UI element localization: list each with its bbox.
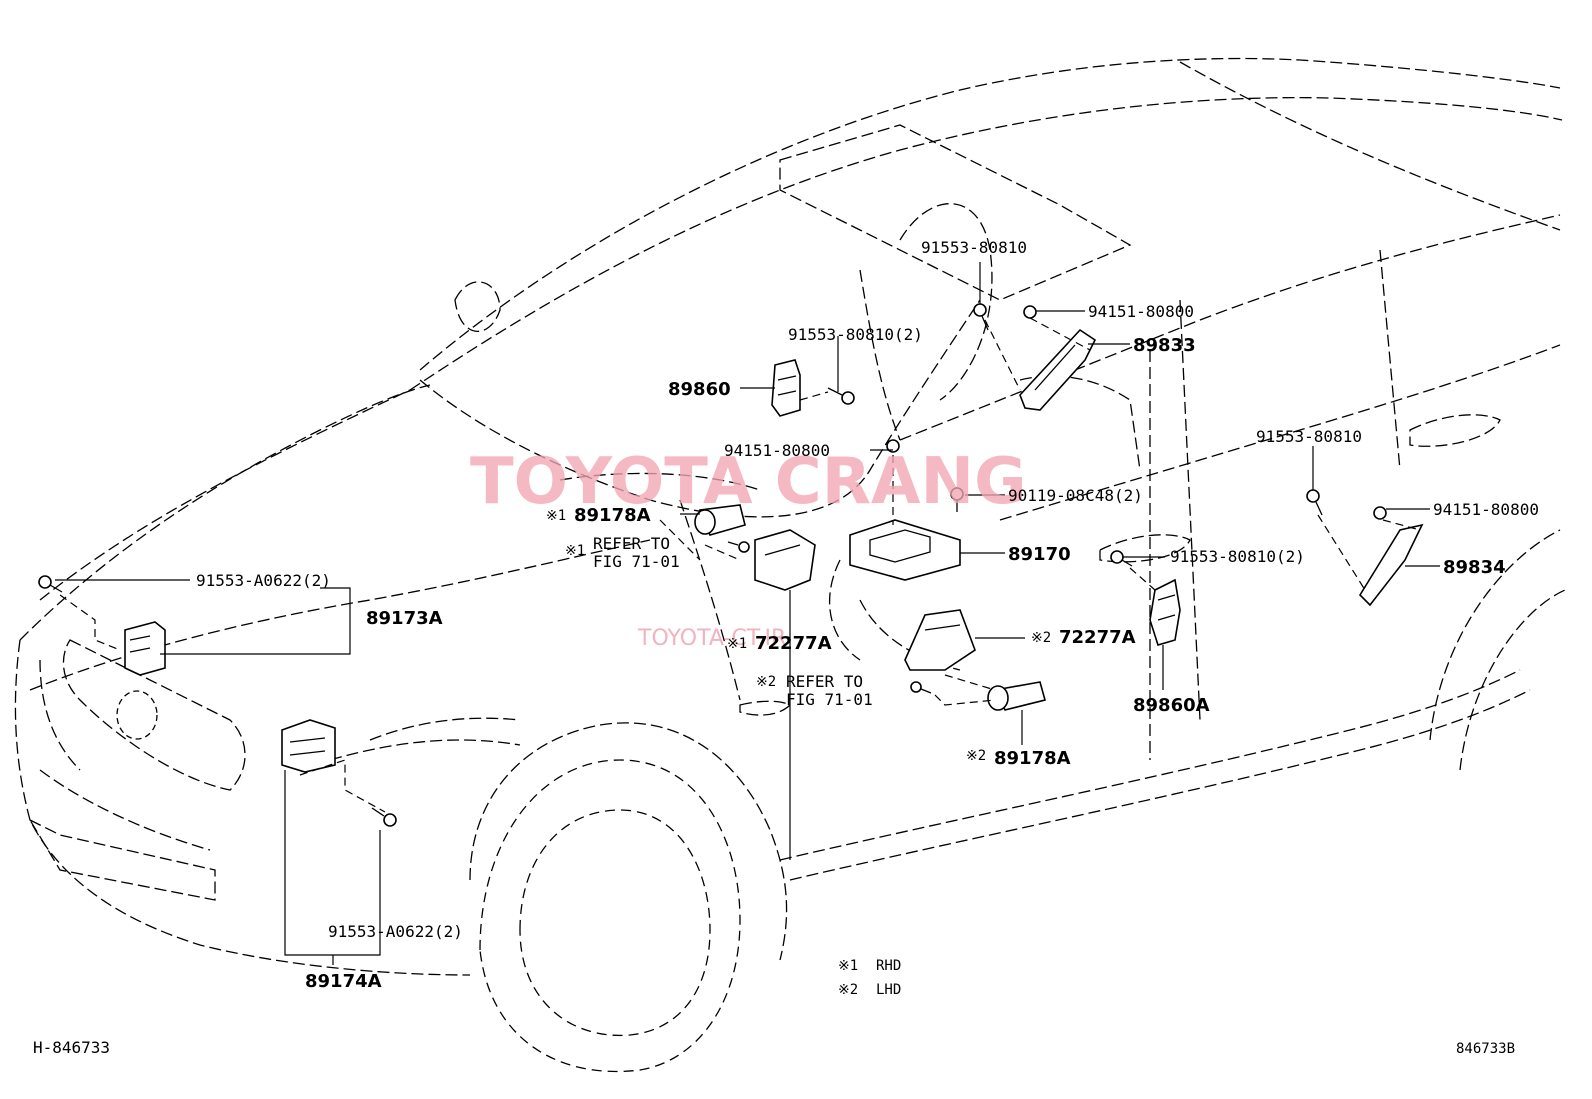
sensor-89178a-rhd (694, 504, 746, 536)
label-72277a-rhd: 72277A (755, 633, 832, 654)
legend-mark-2: ※2 (838, 982, 858, 998)
bracket-72277a-rhd (754, 529, 816, 591)
label-89170: 89170 (1008, 544, 1071, 565)
label-fig-71-01-2: FIG 71-01 (786, 690, 873, 709)
front-sensor-89174a (281, 719, 336, 773)
legend: ※1 RHD ※2 LHD (838, 958, 901, 998)
parts (38, 303, 1424, 827)
mark-2-89178a: ※2 (966, 748, 986, 764)
label-refer-to-1: REFER TO (593, 534, 670, 553)
label-91553-80810-top: 91553-80810 (921, 238, 1027, 257)
legend-mark-1: ※1 (838, 958, 858, 974)
bracket-72277a-lhd (904, 609, 976, 671)
label-refer-to-2: REFER TO (786, 672, 863, 691)
watermark: TOYOTA CRANG TOYOTA-CT.IR (470, 445, 1027, 651)
label-89178a-rhd: 89178A (574, 505, 651, 526)
label-72277a-lhd: 72277A (1059, 627, 1136, 648)
sensor-89834 (1358, 523, 1424, 607)
sensor-89860a (1149, 578, 1181, 646)
label-89833: 89833 (1133, 335, 1196, 356)
label-89860: 89860 (668, 379, 731, 400)
label-91553-80810-2-right: 91553-80810(2) (1170, 547, 1305, 566)
label-91553-a0622-2-top: 91553-A0622(2) (196, 571, 331, 590)
label-89860a: 89860A (1133, 695, 1210, 716)
label-89834: 89834 (1443, 557, 1506, 578)
label-94151-80800-top: 94151-80800 (1088, 302, 1194, 321)
mark-1-refer: ※1 (565, 543, 585, 559)
label-94151-80800-right: 94151-80800 (1433, 500, 1539, 519)
mark-2-72277a: ※2 (1031, 630, 1051, 646)
legend-lhd: LHD (876, 982, 901, 998)
legend-rhd: RHD (876, 958, 901, 974)
label-fig-71-01-1: FIG 71-01 (593, 552, 680, 571)
label-94151-80800-mid: 94151-80800 (724, 441, 830, 460)
watermark-sub: TOYOTA-CT.IR (637, 626, 786, 651)
diagram-code-left: H-846733 (33, 1038, 110, 1057)
watermark-main: TOYOTA CRANG (470, 445, 1027, 519)
label-91553-80810-2-left: 91553-80810(2) (788, 325, 923, 344)
label-89178a-lhd: 89178A (994, 748, 1071, 769)
label-91553-80810-right: 91553-80810 (1256, 427, 1362, 446)
mark-1-89178a: ※1 (546, 508, 566, 524)
car-body-outline (14, 57, 1566, 1073)
mark-1-72277a: ※1 (727, 636, 747, 652)
fasteners (38, 303, 1387, 827)
leader-lines (55, 262, 1440, 965)
label-89174a: 89174A (305, 971, 382, 992)
diagram-code-right: 846733B (1456, 1041, 1515, 1057)
label-90119-08c48-2: 90119-08C48(2) (1008, 486, 1143, 505)
label-89173a: 89173A (366, 608, 443, 629)
front-sensor-89173a (124, 621, 166, 676)
label-91553-a0622-2-bottom: 91553-A0622(2) (328, 922, 463, 941)
sensor-89860 (771, 359, 801, 417)
part-labels: 91553-80810 94151-80800 89833 91553-8081… (196, 238, 1539, 992)
mark-2-refer: ※2 (756, 674, 776, 690)
sensor-89178a-lhd (987, 681, 1046, 711)
airbag-module-89170 (849, 519, 961, 581)
sensor-89833 (1019, 328, 1097, 411)
